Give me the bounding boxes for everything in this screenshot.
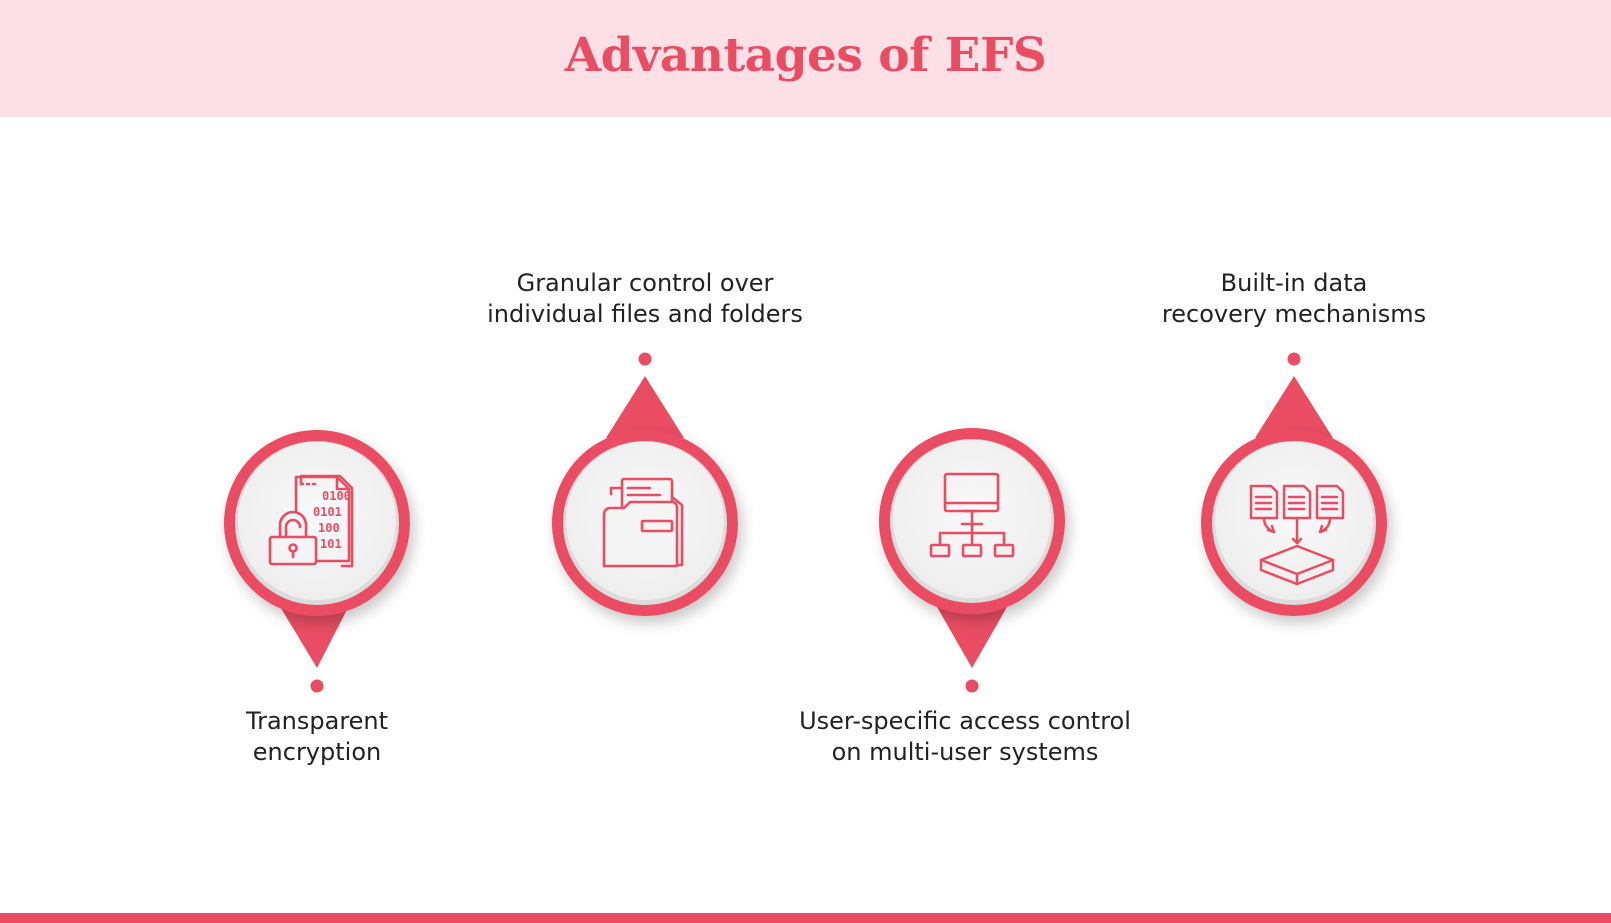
file-encryption-lock-icon: 0100 0101 100 101: [268, 474, 354, 568]
svg-text:0101: 0101: [313, 505, 342, 519]
svg-text:101: 101: [320, 537, 342, 551]
pin-pointer: [276, 600, 352, 668]
pin-transparent-encryption: 0100 0101 100 101: [224, 430, 410, 693]
folder-files-icon: [602, 477, 684, 568]
item-label-user-specific-access: User-specific access control on multi-us…: [799, 707, 1131, 766]
pin-granular-control: [552, 352, 738, 616]
item-label-granular-control: Granular control over individual files a…: [487, 269, 803, 328]
header-banner: Advantages of EFS: [0, 0, 1611, 117]
pin-dot: [638, 352, 652, 366]
pin-pointer: [1255, 376, 1333, 438]
pin-dot: [1287, 352, 1301, 366]
data-recovery-documents-icon: [1249, 484, 1345, 586]
pin-pointer: [933, 600, 1011, 668]
svg-text:100: 100: [318, 521, 340, 535]
pin-data-recovery: [1201, 352, 1387, 616]
item-label-transparent-encryption: Transparent encryption: [245, 707, 389, 766]
page-title: Advantages of EFS: [564, 28, 1047, 83]
pin-user-specific-access: [879, 428, 1065, 693]
pin-dot: [310, 679, 324, 693]
svg-text:0100: 0100: [322, 489, 351, 503]
pin-pointer: [606, 376, 684, 438]
bottom-accent-bar: [0, 913, 1611, 923]
item-label-data-recovery: Built-in data recovery mechanisms: [1161, 269, 1427, 328]
pin-dot: [965, 679, 979, 693]
computer-network-icon: [929, 472, 1015, 558]
